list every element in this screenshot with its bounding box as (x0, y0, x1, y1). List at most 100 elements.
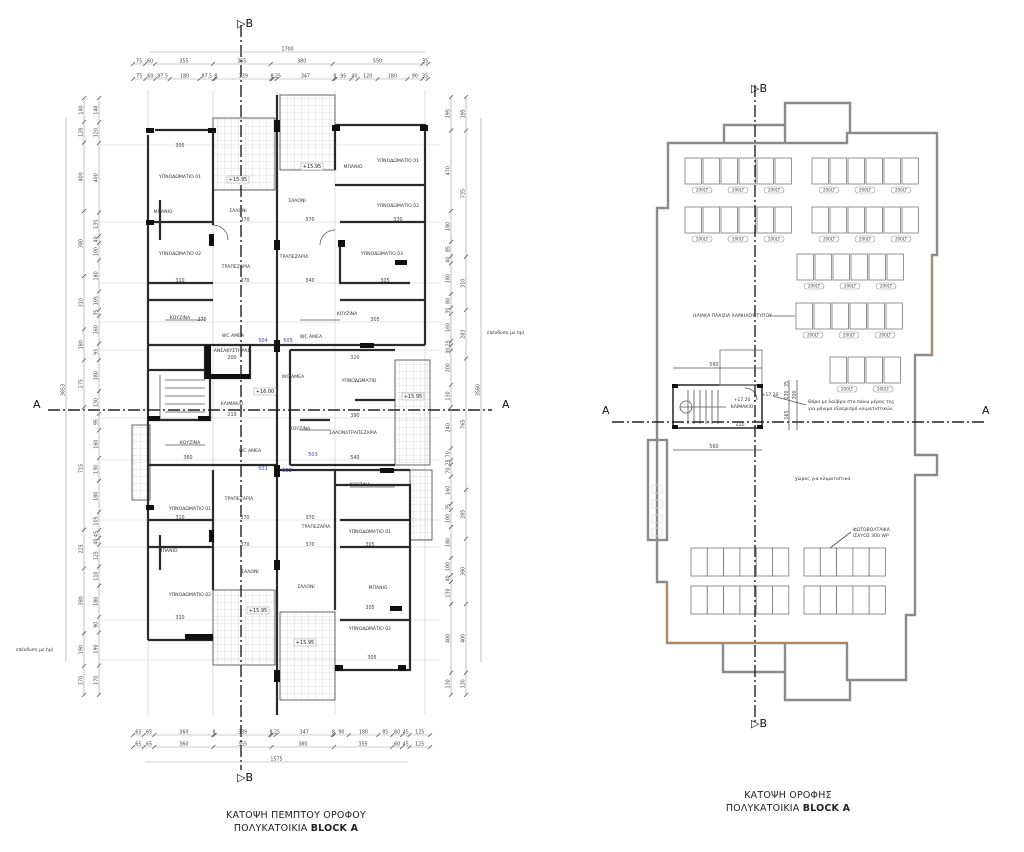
solar-heater-panel (829, 206, 847, 234)
dimension-value: 360 (179, 730, 188, 736)
apartment-number: 504 (258, 338, 268, 344)
room-dimension: 370 (305, 542, 314, 548)
dimension-tick (448, 338, 454, 344)
dimension-tick (448, 305, 454, 311)
room-label: ΥΠΝΟΔΩΜΑΤΙΟ 01 (376, 158, 419, 164)
pv-panel (772, 547, 790, 577)
dimension-tick (448, 445, 454, 451)
pv-panel (739, 547, 757, 577)
dimension-total: 1700 (281, 47, 293, 53)
tank-capacity-label: 200LT (768, 188, 781, 193)
dim-stair-width: 210 (735, 422, 744, 428)
dimension-tick (448, 343, 454, 348)
roof-section-marker-b-bottom: ▷B (751, 717, 767, 730)
section-marker-a-right: A (502, 398, 510, 411)
tank-capacity-label: 200LT (877, 387, 890, 392)
dimension-tick (448, 311, 454, 317)
dimension-value: 8 (269, 730, 272, 736)
dimension-value: 40 (94, 236, 100, 242)
dimension-tick (448, 128, 454, 133)
dimension-value: 130 (446, 679, 452, 688)
floor-plan-title: ΚΑΤΟΨΗ ΠΕΜΠΤΟΥ ΟΡΟΦΟΥ (226, 810, 366, 821)
dimension-value: 8 (333, 74, 336, 80)
dimension-value: 380 (297, 59, 306, 65)
room-dimension: 310 (175, 515, 184, 521)
dimension-tick (463, 670, 469, 675)
room-label: ΑΝΕΛΚΥΣΤΗΡΑΣ (214, 348, 251, 354)
tank-label-box (763, 186, 785, 194)
tank-label-box (839, 282, 861, 290)
dimension-tick (448, 208, 454, 214)
dimension-value: 180 (446, 274, 452, 283)
dimension-tick (96, 341, 102, 346)
balcony (212, 589, 276, 666)
section-marker-b-top: ▷B (237, 17, 253, 30)
room-label: ΥΠΝΟΔΩΜΑΤΙΟ 01 (158, 174, 201, 180)
solar-heater-panel (885, 302, 903, 330)
room-dimension: 305 (380, 278, 389, 284)
room-dimension: 305 (175, 143, 184, 149)
dimension-value: 130 (94, 398, 100, 407)
cladding-note: επένδυση με hpl (487, 329, 524, 336)
dimension-tick (268, 61, 274, 67)
dimension-tick (213, 76, 218, 82)
dimension-tick (81, 95, 87, 101)
dimension-value: 160 (446, 486, 452, 495)
solar-heater-panel (738, 206, 756, 234)
room-label: ΚΟΥΖΙΝΑ (350, 482, 371, 488)
tank-label-box (727, 186, 749, 194)
dimension-tick (130, 744, 136, 750)
solar-heater-panel (811, 206, 829, 234)
tank-label-box (818, 235, 840, 243)
dimension-value: 380 (79, 596, 85, 605)
dimension-value: 355 (359, 742, 368, 748)
solar-heater-panel (829, 356, 847, 384)
solar-heater-panel (847, 356, 865, 384)
room-label: ΤΡΑΠΕΖΑΡΙΑ (301, 524, 331, 530)
solar-heater-panel (865, 157, 883, 185)
balcony (409, 469, 433, 541)
dimension-value: 347 (300, 730, 309, 736)
room-label: WC ΑΜΕΑ (222, 333, 245, 339)
dimension-value: 160 (94, 440, 100, 449)
dimension-tick (96, 535, 102, 541)
floor-plan-subtitle: ΠΟΛΥΚΑΤΟΙΚΙΑ BLOCK A (234, 823, 359, 834)
dimension-value: 95 (340, 74, 346, 80)
dimension-tick (81, 326, 87, 332)
dimension-tick (463, 536, 469, 542)
room-dimension: 310 (175, 615, 184, 621)
tank-label-box (890, 186, 912, 194)
dimension-value: 355 (237, 59, 246, 65)
dimension-tick (463, 94, 469, 100)
dimension-total: 1575 (270, 757, 282, 763)
dimension-tick (427, 744, 433, 750)
dimension-value: 180 (94, 597, 100, 606)
tank-label-box (838, 331, 860, 339)
pv-panel (836, 547, 854, 577)
dimension-value: 45 (94, 531, 100, 537)
room-dimension: 305 (365, 605, 374, 611)
tank-capacity-label: 200LT (823, 237, 836, 242)
dimension-value: 339 (238, 730, 247, 736)
dimension-value: 90 (412, 74, 418, 80)
roof-plan-title: ΚΑΤΟΨΗ ΟΡΟΦΗΣ (744, 790, 832, 801)
room-label: ΤΡΑΠΕΖΑΡΙΑ (224, 496, 254, 502)
dimension-value: 90 (94, 622, 100, 628)
dimension-value: 40 (446, 257, 452, 263)
tank-capacity-label: 200LT (844, 284, 857, 289)
dimension-tick (448, 291, 454, 297)
dimension-value: 180 (359, 730, 368, 736)
dimension-tick (463, 307, 469, 313)
dimension-value: 180 (94, 271, 100, 280)
room-label: WC ΑΜΕΑ (239, 448, 262, 454)
dimension-value: 180 (94, 492, 100, 501)
dimension-value: 90 (338, 730, 344, 736)
pv-panel (819, 585, 837, 615)
door-level: +17.20 (761, 392, 778, 398)
pv-panel (772, 585, 790, 615)
level-box (253, 387, 277, 396)
dimension-tick (81, 140, 87, 145)
room-dimension: 330 (393, 217, 402, 223)
solar-heater-panel (796, 253, 814, 281)
room-dimension: 340 (305, 278, 314, 284)
